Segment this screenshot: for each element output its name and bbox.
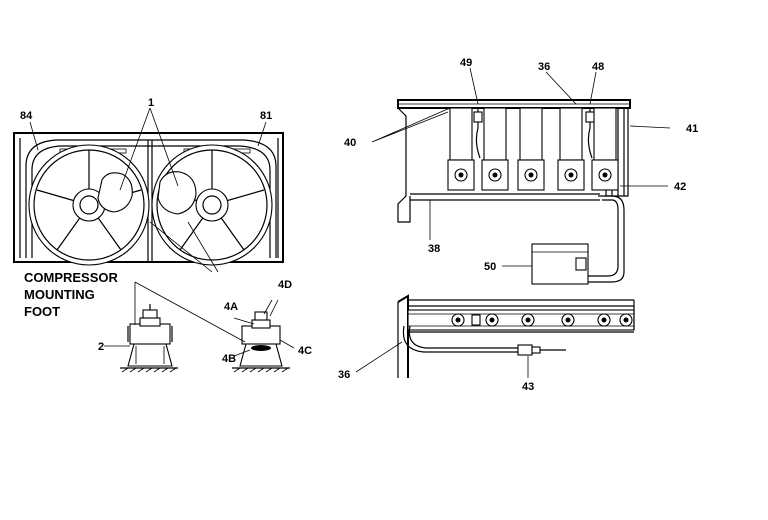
- left-fan: [28, 144, 150, 266]
- callout-38: 38: [428, 243, 440, 255]
- callout-40: 40: [344, 137, 356, 149]
- callout-81: 81: [260, 110, 272, 122]
- callout-42: 42: [674, 181, 686, 193]
- callout-36-bottom: 36: [338, 369, 350, 381]
- callout-43: 43: [522, 381, 534, 393]
- callout-49: 49: [460, 57, 472, 69]
- compressor-foot-left: [104, 304, 178, 373]
- caption-foot: FOOT: [24, 304, 60, 319]
- callout-36-top: 36: [538, 61, 550, 73]
- callout-4C: 4C: [298, 345, 312, 357]
- valve-manifold-assembly: [371, 67, 671, 283]
- callout-48: 48: [592, 61, 604, 73]
- valve-2: [481, 107, 509, 191]
- callout-4B: 4B: [222, 353, 236, 365]
- callout-1: 1: [148, 97, 154, 109]
- manifold-rail-assembly: [355, 294, 635, 378]
- callout-84: 84: [20, 110, 33, 122]
- valve-4: [557, 107, 585, 191]
- valve-5: [591, 107, 619, 191]
- right-fan: [151, 144, 273, 266]
- compressor-foot-right: [232, 299, 295, 373]
- fan-housing-assembly: [13, 107, 284, 273]
- valve-1: [447, 107, 475, 191]
- ignition-module: [502, 243, 589, 285]
- manifold-ports: [451, 313, 633, 327]
- callout-4A: 4A: [224, 301, 238, 313]
- callout-50: 50: [484, 261, 496, 273]
- valve-3: [517, 107, 545, 191]
- caption-compressor: COMPRESSOR: [24, 270, 119, 285]
- caption-mounting: MOUNTING: [24, 287, 95, 302]
- foot-callout-lines: [134, 281, 246, 343]
- callout-41: 41: [686, 123, 698, 135]
- callout-4D: 4D: [278, 279, 292, 291]
- callout-2: 2: [98, 341, 104, 353]
